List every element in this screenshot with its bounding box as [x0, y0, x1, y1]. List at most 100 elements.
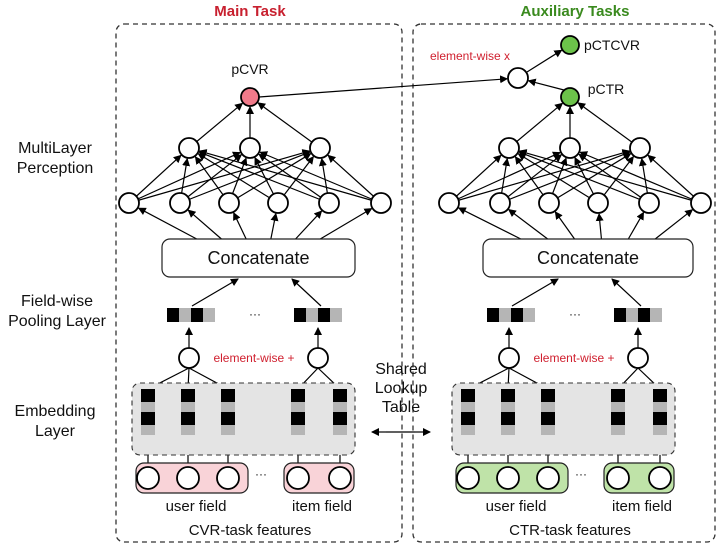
embed-cell-dark: [541, 412, 555, 425]
embed-cell-light: [333, 425, 347, 435]
pool-cell-dark: [511, 308, 523, 322]
embed-cell-dark: [461, 389, 475, 402]
hidden-edge: [448, 154, 502, 204]
left-input-node: [136, 466, 160, 490]
left-hidden-node-l1: [267, 192, 289, 214]
hidden-edge: [179, 154, 243, 204]
shared-lookup-table-label-line: Lookup: [375, 380, 428, 397]
embed-cell-light: [611, 402, 625, 412]
left-embedding-vector: [221, 389, 235, 435]
embed-cell-dark: [181, 412, 195, 425]
left-concatenate-label: Concatenate: [207, 248, 309, 268]
pool-cell-dark: [638, 308, 650, 322]
embed-cell-dark: [333, 389, 347, 402]
right-item-field-label: item field: [612, 498, 672, 515]
pctcvr-node: [560, 35, 580, 55]
left-input-node: [286, 466, 310, 490]
pcvr-to-mult-arrow: [258, 75, 509, 98]
concat-to-hidden: [507, 209, 549, 240]
embed-cell-dark: [291, 412, 305, 425]
concat-to-hidden: [457, 207, 522, 240]
right-embedding-vector: [461, 389, 475, 435]
auxiliary-task-panel: [412, 23, 716, 543]
left-sum-op-icon: [307, 347, 329, 369]
hidden-edge: [197, 153, 279, 204]
right-embedding-vector: [501, 389, 515, 435]
left-hidden-node-l1: [169, 192, 191, 214]
embed-cell-light: [501, 402, 515, 412]
embed-cell-light: [653, 402, 667, 412]
left-pool-ellipsis: ···: [249, 307, 261, 321]
embed-cell-light: [541, 402, 555, 412]
concat-arrow: [511, 278, 559, 307]
layer-label-mlp-line: MultiLayer: [18, 140, 92, 157]
right-hidden-node-l1: [538, 192, 560, 214]
auxiliary-tasks-title: Auxiliary Tasks: [521, 3, 630, 20]
right-field-ellipsis: ···: [575, 467, 587, 481]
hidden-edge: [518, 149, 702, 204]
right-pooled-vector: [614, 308, 662, 322]
right-features-label: CTR-task features: [509, 522, 631, 539]
right-element-wise-plus-label: element-wise +: [533, 351, 614, 365]
hidden-edge: [259, 151, 382, 204]
hidden-edge: [179, 150, 311, 204]
hidden-edge: [548, 153, 632, 204]
embed-cell-dark: [653, 389, 667, 402]
left-hidden-node-l1: [118, 192, 140, 214]
hidden-to-output: [577, 102, 641, 149]
right-hidden-node-l1: [638, 192, 660, 214]
left-pooled-vector: [167, 308, 215, 322]
layer-label-pooling-line: Pooling Layer: [8, 313, 107, 330]
right-hidden-node-l1: [438, 192, 460, 214]
concat-to-hidden: [137, 207, 198, 240]
hidden-edge: [327, 154, 382, 204]
right-embedding-vector: [653, 389, 667, 435]
embed-cell-light: [141, 425, 155, 435]
hidden-edge: [579, 151, 702, 204]
pool-cell-light: [179, 308, 191, 322]
right-embedding-table: [451, 382, 676, 456]
embed-cell-dark: [653, 412, 667, 425]
pool-cell-light: [523, 308, 535, 322]
embed-cell-dark: [141, 412, 155, 425]
concat-arrow: [191, 278, 239, 307]
embed-cell-light: [611, 425, 625, 435]
concat-to-hidden: [233, 212, 247, 240]
left-input-node: [216, 466, 240, 490]
element-wise-multiply-icon: [507, 67, 529, 89]
hidden-edge: [499, 150, 631, 204]
hidden-edge: [647, 154, 702, 204]
embed-cell-light: [501, 425, 515, 435]
left-concatenate-box: [161, 238, 356, 278]
right-embedding-vector: [541, 389, 555, 435]
hidden-to-output: [508, 102, 564, 149]
pool-cell-dark: [487, 308, 499, 322]
embed-cell-light: [221, 402, 235, 412]
element-wise-multiply-label: element-wise x: [430, 49, 510, 63]
pctr-label: pCTR: [588, 81, 625, 97]
embed-cell-light: [541, 425, 555, 435]
hidden-edge: [198, 149, 382, 204]
pctr-to-mult-arrow: [527, 78, 565, 91]
pool-cell-dark: [614, 308, 626, 322]
left-user-field-label: user field: [166, 498, 227, 515]
embed-cell-light: [141, 402, 155, 412]
right-concatenate-label: Concatenate: [537, 248, 639, 268]
hidden-edge: [499, 154, 563, 204]
pool-cell-light: [499, 308, 511, 322]
concat-to-hidden: [319, 208, 373, 240]
left-sum-op-icon: [178, 347, 200, 369]
embed-cell-dark: [181, 389, 195, 402]
embed-cell-light: [333, 402, 347, 412]
embed-cell-dark: [501, 412, 515, 425]
main-task-title: Main Task: [214, 3, 286, 20]
embed-cell-light: [653, 425, 667, 435]
pool-cell-light: [650, 308, 662, 322]
pool-cell-light: [203, 308, 215, 322]
main-task-panel: [115, 23, 403, 543]
shared-lookup-table-label-line: Shared: [375, 361, 427, 378]
left-element-wise-plus-label: element-wise +: [213, 351, 294, 365]
